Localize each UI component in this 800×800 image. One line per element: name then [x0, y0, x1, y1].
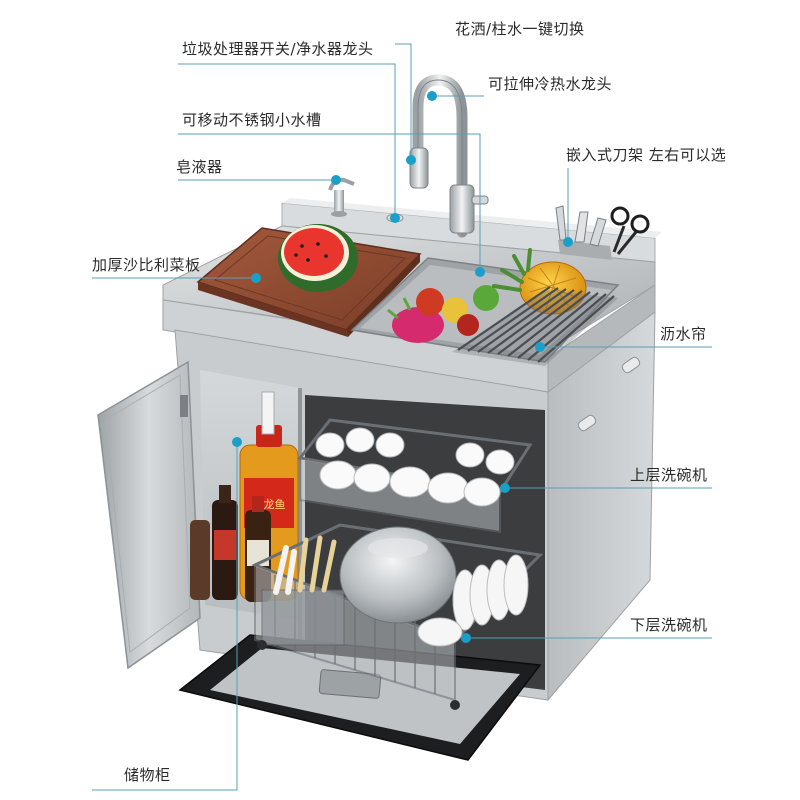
label-storage-cabinet: 储物柜 — [124, 766, 171, 784]
watermelon — [278, 224, 358, 292]
dishwasher — [178, 418, 544, 761]
disposer-switch-button — [386, 213, 404, 223]
cabinet-door — [97, 360, 201, 670]
fruits — [387, 248, 587, 343]
cabinet-right-side — [547, 310, 656, 702]
label-shower-switch: 花洒/柱水一键切换 — [455, 20, 585, 38]
label-lower-dishwasher: 下层洗碗机 — [630, 616, 708, 634]
label-upper-dishwasher: 上层洗碗机 — [630, 466, 708, 484]
label-pull-faucet: 可拉伸冷热水龙头 — [488, 75, 613, 93]
label-knife-rack: 嵌入式刀架 左右可以选 — [566, 146, 727, 164]
label-soap-dispenser: 皂液器 — [176, 158, 223, 176]
label-disposer-switch: 垃圾处理器开关/净水器龙头 — [182, 40, 374, 58]
drain-rack — [452, 286, 618, 366]
label-cutting-board: 加厚沙比利菜板 — [92, 256, 201, 274]
label-drain-mat: 沥水帘 — [660, 325, 707, 343]
label-movable-sink: 可移动不锈钢小水槽 — [182, 111, 322, 129]
